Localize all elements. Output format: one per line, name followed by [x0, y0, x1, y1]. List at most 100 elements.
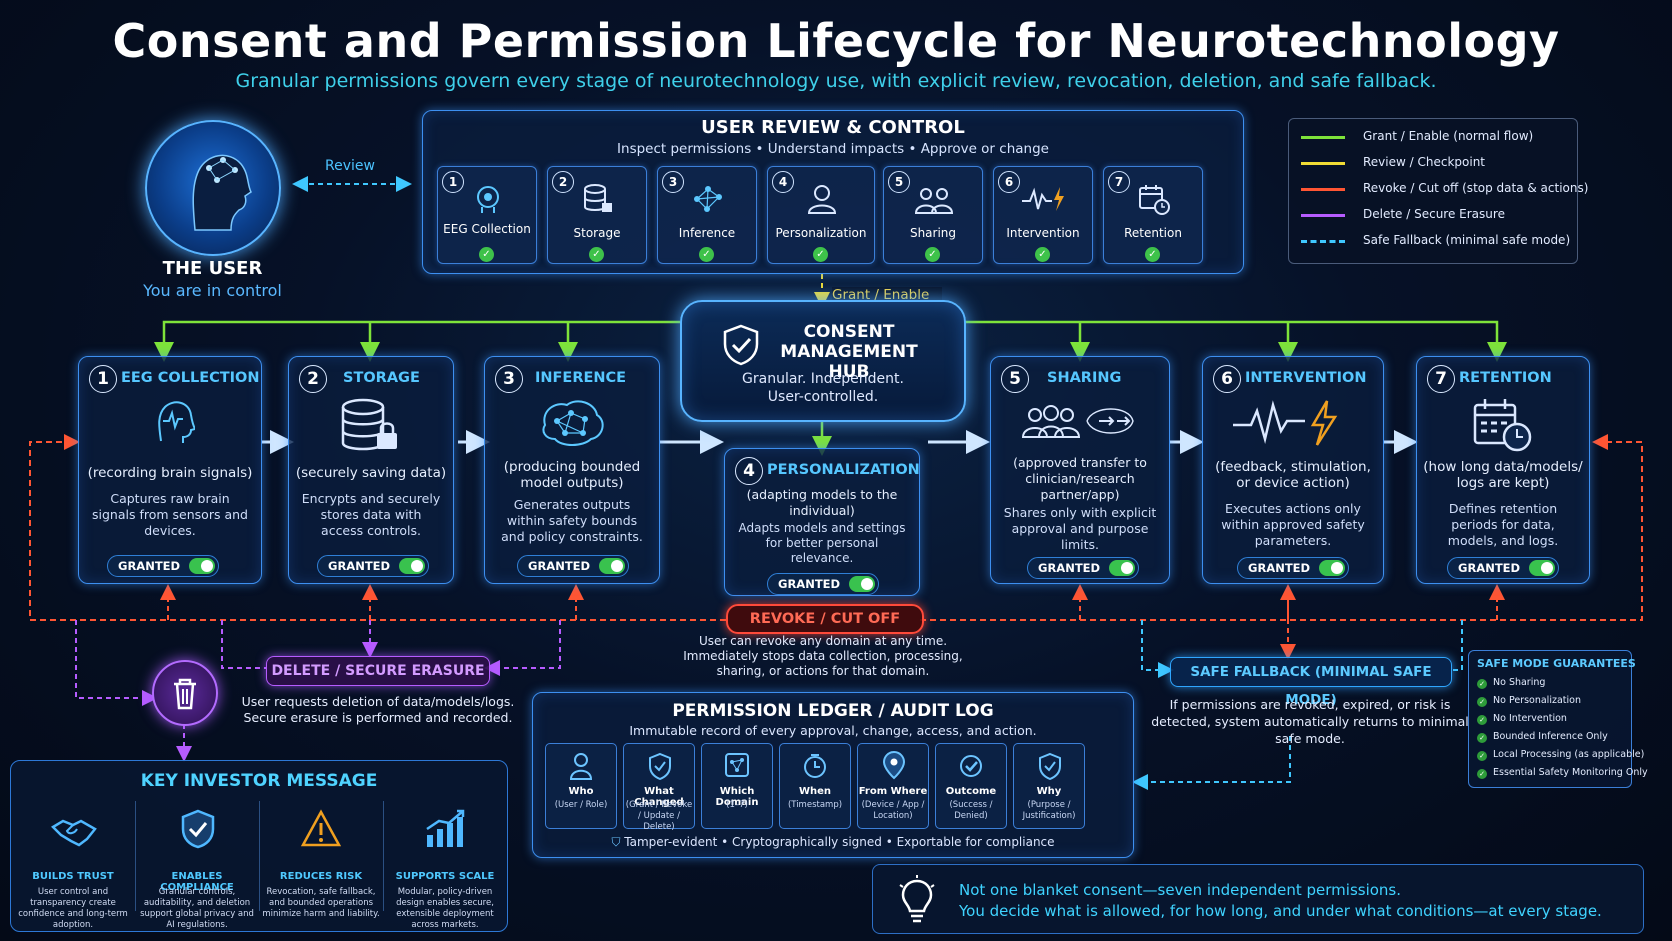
stage-card-eeg-collection[interactable]: 1 EEG COLLECTION (recording brain signal… [78, 356, 262, 584]
stage-number: 1 [89, 365, 117, 393]
permission-toggle-eeg-collection[interactable]: GRANTED [107, 555, 219, 577]
safe-mode-item: ✓No Intervention [1477, 713, 1567, 725]
review-item-label: EEG Collection [443, 222, 531, 236]
calendar-clock-icon [1473, 399, 1532, 452]
check-icon: ✓ [1145, 247, 1160, 262]
check-icon: ✓ [479, 247, 494, 262]
stage-card-intervention[interactable]: 6 INTERVENTION (feedback, stimulation, o… [1202, 356, 1384, 584]
review-item-inference[interactable]: 3 Inference ✓ [657, 166, 757, 264]
permission-toggle-intervention[interactable]: GRANTED [1237, 557, 1349, 579]
legend-item-revoke: Revoke / Cut off (stop data & actions) [1301, 179, 1588, 199]
review-panel-title: USER REVIEW & CONTROL [701, 117, 965, 138]
page-subtitle: Granular permissions govern every stage … [235, 70, 1437, 92]
stage-card-sharing[interactable]: 5 SHARING (approved transfer to clinicia… [990, 356, 1170, 584]
permission-toggle-personalization[interactable]: GRANTED [767, 573, 879, 595]
stage-subtitle: (producing bounded model outputs) [503, 459, 641, 491]
safe-mode-item: ✓Local Processing (as applicable) [1477, 749, 1644, 761]
lightbulb-icon [899, 875, 935, 923]
stage-card-retention[interactable]: 7 RETENTION (how long data/models/ logs … [1416, 356, 1590, 584]
group-icon [914, 188, 954, 214]
review-item-intervention[interactable]: 6 Intervention ✓ [993, 166, 1093, 264]
review-item-retention[interactable]: 7 Retention ✓ [1103, 166, 1203, 264]
user-avatar [145, 120, 281, 256]
stage-card-inference[interactable]: 3 INFERENCE (producing bounded model out… [484, 356, 660, 584]
pulse-lightning-icon [1233, 400, 1338, 446]
grant-enable-label: Grant / Enable [832, 287, 942, 303]
stage-number: 6 [1213, 365, 1241, 393]
stage-subtitle: (securely saving data) [295, 465, 447, 481]
hub-subtitle: Granular. Independent.User-controlled. [742, 371, 904, 405]
safe-mode-item: ✓No Sharing [1477, 677, 1545, 689]
message-line-2: You decide what is allowed, for how long… [959, 902, 1602, 920]
safe-fallback-button[interactable]: SAFE FALLBACK (MINIMAL SAFE MODE) [1170, 657, 1452, 708]
check-icon: ✓ [699, 247, 714, 262]
stage-subtitle: (how long data/models/ logs are kept) [1423, 459, 1583, 491]
permission-toggle-retention[interactable]: GRANTED [1447, 557, 1559, 579]
review-item-number: 5 [888, 171, 910, 193]
review-item-personalization[interactable]: 4 Personalization ✓ [767, 166, 875, 264]
stage-subtitle: (adapting models to the individual) [746, 487, 898, 518]
review-item-storage[interactable]: 2 Storage ✓ [547, 166, 647, 264]
safe-mode-item: ✓Essential Safety Monitoring Only [1477, 767, 1648, 779]
stage-card-personalization[interactable]: 4 PERSONALIZATION (adapting models to th… [724, 448, 920, 596]
person-icon [807, 185, 837, 214]
check-icon: ✓ [589, 247, 604, 262]
grant-line-left [154, 320, 680, 362]
permission-toggle-sharing[interactable]: GRANTED [1027, 557, 1139, 579]
message-line-1: Not one blanket consent—seven independen… [959, 881, 1402, 899]
delete-action[interactable] [152, 660, 218, 726]
review-item-label: Intervention [1006, 226, 1080, 240]
legend: Grant / Enable (normal flow) Review / Ch… [1288, 118, 1588, 264]
review-item-number: 3 [662, 171, 684, 193]
grant-line-right [962, 320, 1507, 362]
permission-toggle-storage[interactable]: GRANTED [317, 555, 429, 577]
review-item-sharing[interactable]: 5 Sharing ✓ [883, 166, 983, 264]
check-icon: ✓ [1477, 715, 1487, 725]
brain-head-icon [158, 401, 195, 443]
growth-chart-icon [426, 809, 465, 847]
check-icon: ✓ [1477, 697, 1487, 707]
ledger-title: PERMISSION LEDGER / AUDIT LOG [672, 701, 994, 721]
clock-icon [804, 754, 826, 778]
stage-description: Executes actions only within approved sa… [1221, 501, 1365, 548]
location-pin-icon [882, 750, 906, 780]
network-brain-icon [725, 753, 749, 777]
safe-mode-guarantees-panel: SAFE MODE GUARANTEES ✓No Sharing ✓No Per… [1468, 650, 1648, 788]
revoke-description: User can revoke any domain at any time. … [683, 634, 963, 678]
review-item-eeg-collection[interactable]: 1 EEG Collection ✓ [437, 166, 537, 264]
check-icon: ✓ [1477, 679, 1487, 689]
review-panel-subtitle: Inspect permissions • Understand impacts… [617, 141, 1049, 157]
user-name: THE USER [162, 258, 263, 279]
network-brain-icon [694, 186, 722, 212]
hub-title: MANAGEMENT HUB [780, 342, 918, 382]
stage-description: Defines retention periods for data, mode… [1447, 501, 1559, 548]
person-icon [569, 753, 593, 780]
permission-toggle-inference[interactable]: GRANTED [517, 555, 629, 577]
ledger-subtitle: Immutable record of every approval, chan… [629, 723, 1037, 738]
delete-secure-erasure-button[interactable]: DELETE / SECURE ERASURE [266, 656, 490, 686]
ledger-field-who: Who(User / Role) [545, 743, 617, 829]
revoke-line-right [920, 434, 1643, 621]
group-share-icon [1021, 405, 1134, 438]
revoke-cutoff-button[interactable]: REVOKE / CUT OFF [726, 604, 924, 634]
stage-description: Encrypts and securely stores data with a… [301, 491, 441, 538]
stage-title: STORAGE [343, 370, 420, 386]
stage-card-storage[interactable]: 2 STORAGE (securely saving data) Encrypt… [288, 356, 454, 584]
check-circle-icon [960, 755, 982, 777]
user-subtitle: You are in control [143, 281, 282, 300]
check-icon: ✓ [1477, 733, 1487, 743]
permission-ledger-panel: PERMISSION LEDGER / AUDIT LOG Immutable … [532, 692, 1134, 858]
legend-item-delete: Delete / Secure Erasure [1301, 205, 1571, 225]
ledger-field-what-changed: What Changed(Grant / Revoke / Update / D… [623, 743, 695, 832]
stage-title: INTERVENTION [1245, 370, 1367, 386]
ledger-field-outcome: Outcome(Success / Denied) [935, 743, 1007, 829]
check-icon: ✓ [1477, 751, 1487, 761]
user-head-icon [192, 154, 252, 231]
consent-management-hub[interactable]: CONSENT MANAGEMENT HUB Granular. Indepen… [680, 300, 966, 422]
safe-mode-item: ✓Bounded Inference Only [1477, 731, 1608, 743]
